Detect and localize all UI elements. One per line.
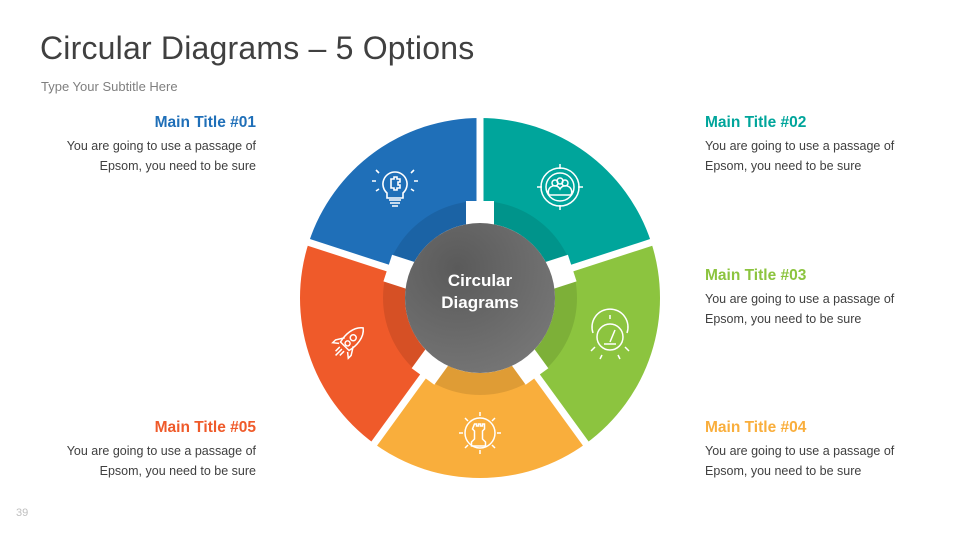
page-title: Circular Diagrams – 5 Options <box>40 30 475 66</box>
segment-notch <box>511 348 549 385</box>
option-title: Main Title #01 <box>154 114 256 131</box>
segment-05 <box>300 242 436 444</box>
option-title: Main Title #03 <box>705 267 807 284</box>
option-block-02: Main Title #02 You are going to use a pa… <box>705 114 925 176</box>
center-circle <box>405 223 555 373</box>
chess-gear-icon <box>459 412 501 454</box>
lightbulb-puzzle-icon <box>372 169 418 207</box>
center-label: Circular Diagrams <box>441 271 519 312</box>
option-block-04: Main Title #04 You are going to use a pa… <box>705 419 925 481</box>
option-block-05: Main Title #05 You are going to use a pa… <box>36 419 256 481</box>
segment-01 <box>308 118 480 275</box>
option-title: Main Title #04 <box>705 419 807 436</box>
rocket-icon <box>331 327 364 360</box>
page-number: 39 <box>16 507 29 519</box>
page-subtitle: Type Your Subtitle Here <box>41 79 178 94</box>
option-block-03: Main Title #03 You are going to use a pa… <box>705 267 925 329</box>
target-team-icon <box>537 164 583 210</box>
option-block-01: Main Title #01 You are going to use a pa… <box>36 114 256 176</box>
segment-notch <box>411 348 449 385</box>
segment-notch <box>545 254 577 289</box>
segment-notch <box>383 254 415 289</box>
segment-02 <box>480 118 652 275</box>
segment-03 <box>524 242 660 444</box>
option-title: Main Title #02 <box>705 114 807 131</box>
gauge-gear-icon <box>590 308 630 360</box>
option-title: Main Title #05 <box>154 419 256 436</box>
